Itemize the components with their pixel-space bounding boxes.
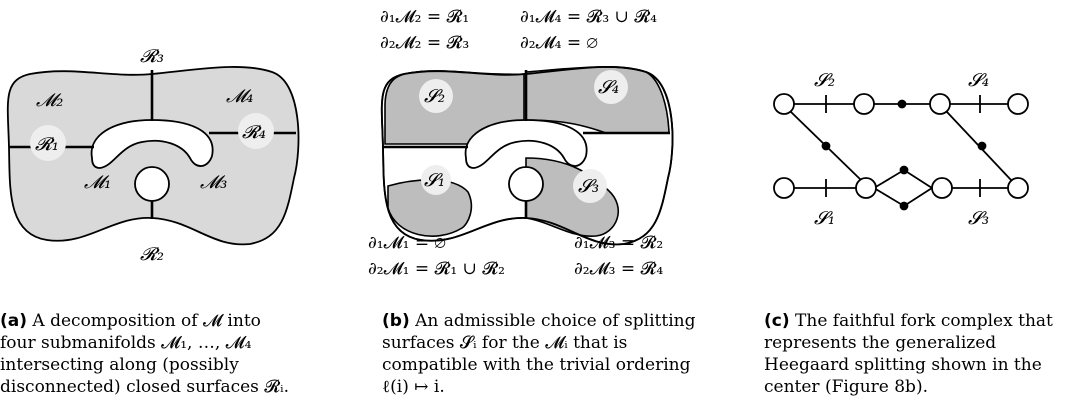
label-c-s1: 𝓢₁	[814, 208, 835, 229]
label-m1: 𝓜₁	[84, 172, 111, 193]
label-c-s4: 𝓢₄	[968, 70, 989, 91]
label-s1: 𝓢₁	[424, 170, 445, 191]
eq-bot-4: ∂₂𝓜₃ = 𝓡₄	[574, 259, 663, 279]
label-m4: 𝓜₄	[226, 86, 253, 107]
manifold-small-hole	[134, 166, 170, 202]
caption-c: (c) The faithful fork complex that repre…	[764, 310, 1064, 398]
label-r2: 𝓡₂	[140, 244, 164, 265]
caption-b-text: An admissible choice of splitting surfac…	[382, 311, 696, 397]
caption-a-tag: (a)	[0, 311, 28, 331]
node-bot-2	[855, 177, 877, 199]
s1-highlight	[421, 165, 451, 195]
label-c-s3: 𝓢₃	[968, 208, 989, 229]
small-hole-b	[508, 166, 544, 202]
dot-diamond-bottom	[899, 201, 909, 211]
label-s3: 𝓢₃	[578, 176, 599, 197]
s4-highlight	[594, 70, 628, 104]
dot-diag-right	[977, 141, 987, 151]
figure-canvas: 𝓜₂ 𝓜₄ 𝓜₁ 𝓜₃ 𝓡₃ 𝓡₁ 𝓡₄ 𝓡₂ ∂₁𝓜₂ = 𝓡₁ ∂₁𝓜₄ =…	[6, 7, 1029, 279]
caption-b: (b) An admissible choice of splitting su…	[382, 310, 700, 398]
eq-top-4: ∂₂𝓜₄ = ∅	[520, 33, 598, 53]
node-top-3	[929, 93, 951, 115]
s3-highlight	[573, 169, 607, 203]
caption-b-tag: (b)	[382, 311, 410, 331]
label-c-s2: 𝓢₂	[814, 70, 835, 91]
node-bot-3	[931, 177, 953, 199]
r1-highlight	[30, 125, 66, 161]
panel-b-splitting: ∂₁𝓜₂ = 𝓡₁ ∂₁𝓜₄ = 𝓡₃ ∪ 𝓡₄ ∂₂𝓜₂ = 𝓡₃ ∂₂𝓜₄ …	[368, 7, 674, 279]
label-s4: 𝓢₄	[598, 77, 619, 98]
panel-a-decomposition: 𝓜₂ 𝓜₄ 𝓜₁ 𝓜₃ 𝓡₃ 𝓡₁ 𝓡₄ 𝓡₂	[6, 46, 300, 265]
node-bot-4	[1007, 177, 1029, 199]
node-bot-1	[773, 177, 795, 199]
label-r4: 𝓡₄	[242, 122, 266, 143]
eq-top-3: ∂₂𝓜₂ = 𝓡₃	[380, 33, 469, 53]
eq-top-2: ∂₁𝓜₄ = 𝓡₃ ∪ 𝓡₄	[520, 7, 657, 27]
caption-c-tag: (c)	[764, 311, 790, 331]
eq-bot-3: ∂₂𝓜₁ = 𝓡₁ ∪ 𝓡₂	[368, 259, 505, 279]
caption-a: (a) A decomposition of 𝓜 into four subma…	[0, 310, 300, 398]
node-top-4	[1007, 93, 1029, 115]
caption-c-text: The faithful fork complex that represent…	[764, 311, 1053, 397]
s3-region	[525, 157, 620, 237]
label-r1: 𝓡₁	[35, 134, 59, 155]
eq-bot-2: ∂₁𝓜₃ = 𝓡₂	[574, 233, 663, 253]
label-m2: 𝓜₂	[36, 90, 63, 111]
eq-bot-1: ∂₁𝓜₁ = ∅	[368, 233, 446, 253]
eq-top-1: ∂₁𝓜₂ = 𝓡₁	[380, 7, 469, 27]
dot-top-mid	[897, 99, 907, 109]
panel-c-fork-complex	[773, 93, 1029, 211]
s2-highlight	[419, 79, 453, 113]
r4-highlight	[238, 113, 274, 149]
label-m3: 𝓜₃	[200, 172, 227, 193]
node-top-1	[773, 93, 795, 115]
label-r3: 𝓡₃	[140, 46, 164, 67]
dot-diag-left	[821, 141, 831, 151]
caption-a-text: A decomposition of 𝓜 into four submanifo…	[0, 311, 289, 397]
label-s2: 𝓢₂	[424, 86, 445, 107]
node-top-2	[853, 93, 875, 115]
dot-diamond-top	[899, 165, 909, 175]
